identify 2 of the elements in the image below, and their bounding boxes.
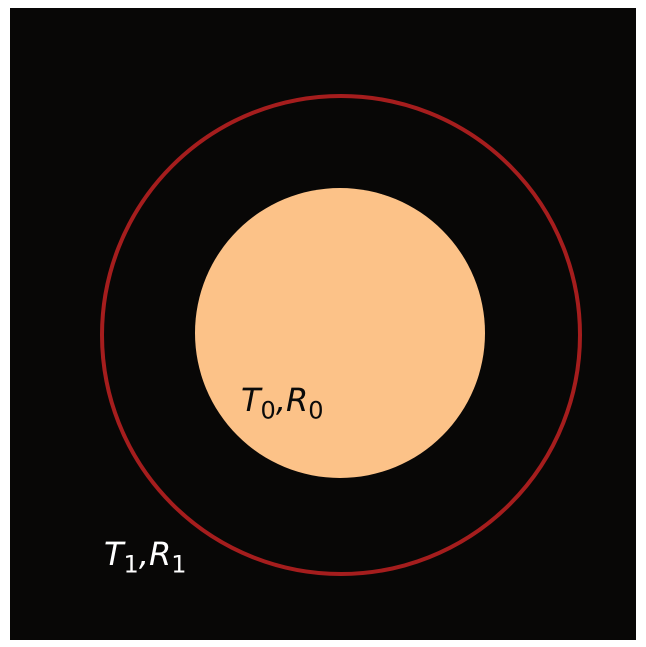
region-label: T$_{1}$,R$_{1}$ (104, 538, 187, 576)
region-label: T$_{0}$,R$_{0}$ (241, 384, 324, 422)
